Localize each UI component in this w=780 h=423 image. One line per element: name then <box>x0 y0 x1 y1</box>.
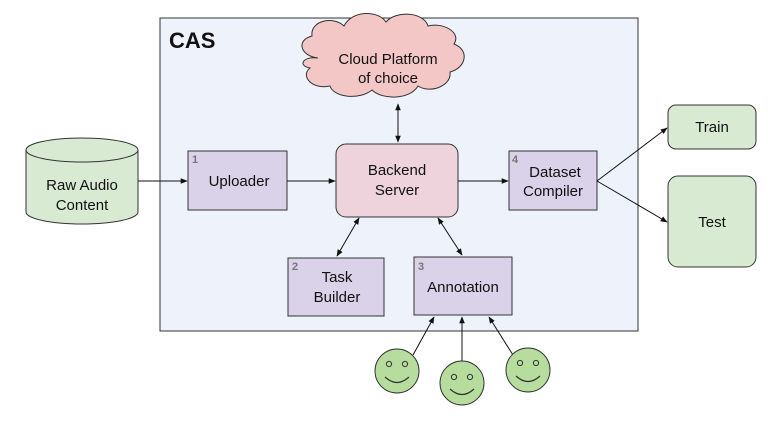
train-box: Train <box>667 104 757 150</box>
annotation-number: 3 <box>418 261 424 273</box>
uploader-number: 1 <box>192 154 198 166</box>
uploader-box: 1 Uploader <box>187 150 288 211</box>
backend-label-line1: Backend <box>368 162 426 179</box>
dataset-compiler-box: 4 Dataset Compiler <box>508 150 598 211</box>
dataset-compiler-label-line1: Dataset <box>529 164 582 181</box>
raw-audio-content: Raw Audio Content <box>25 137 139 225</box>
arrow-annotator1-to-annotation <box>412 316 435 356</box>
arrow-compiler-to-train <box>596 127 668 182</box>
dataset-compiler-label-line2: Compiler <box>523 183 583 200</box>
arrow-annotator3-to-annotation <box>488 316 514 356</box>
task-builder-label-line2: Builder <box>314 289 361 306</box>
annotation-box: 3 Annotation <box>413 256 513 316</box>
test-box: Test <box>667 175 757 268</box>
uploader-label: Uploader <box>209 173 270 190</box>
arrow-backend-annotation <box>437 217 463 256</box>
annotation-label: Annotation <box>427 279 499 296</box>
test-label: Test <box>698 214 726 231</box>
cloud-label-line1: Cloud Platform <box>338 51 437 68</box>
task-builder-number: 2 <box>292 261 298 273</box>
annotator-face-icon <box>505 347 551 393</box>
dataset-compiler-number: 4 <box>512 154 519 166</box>
arrow-compiler-to-test <box>596 180 668 223</box>
annotator-face-icon <box>439 360 485 406</box>
task-builder-box: 2 Task Builder <box>287 257 385 317</box>
raw-audio-label-line1: Raw Audio <box>46 177 118 194</box>
backend-server-box: Backend Server <box>335 143 459 218</box>
backend-label-line2: Server <box>375 182 419 199</box>
annotator-face-icon <box>374 348 420 394</box>
cas-title: CAS <box>169 28 215 53</box>
raw-audio-label-line2: Content <box>56 197 109 214</box>
train-label: Train <box>695 119 729 136</box>
task-builder-label-line1: Task <box>322 269 353 286</box>
arrow-backend-taskbuilder <box>336 217 360 257</box>
cloud-platform: Cloud Platform of choice <box>301 13 465 98</box>
cloud-label-line2: of choice <box>358 70 418 87</box>
